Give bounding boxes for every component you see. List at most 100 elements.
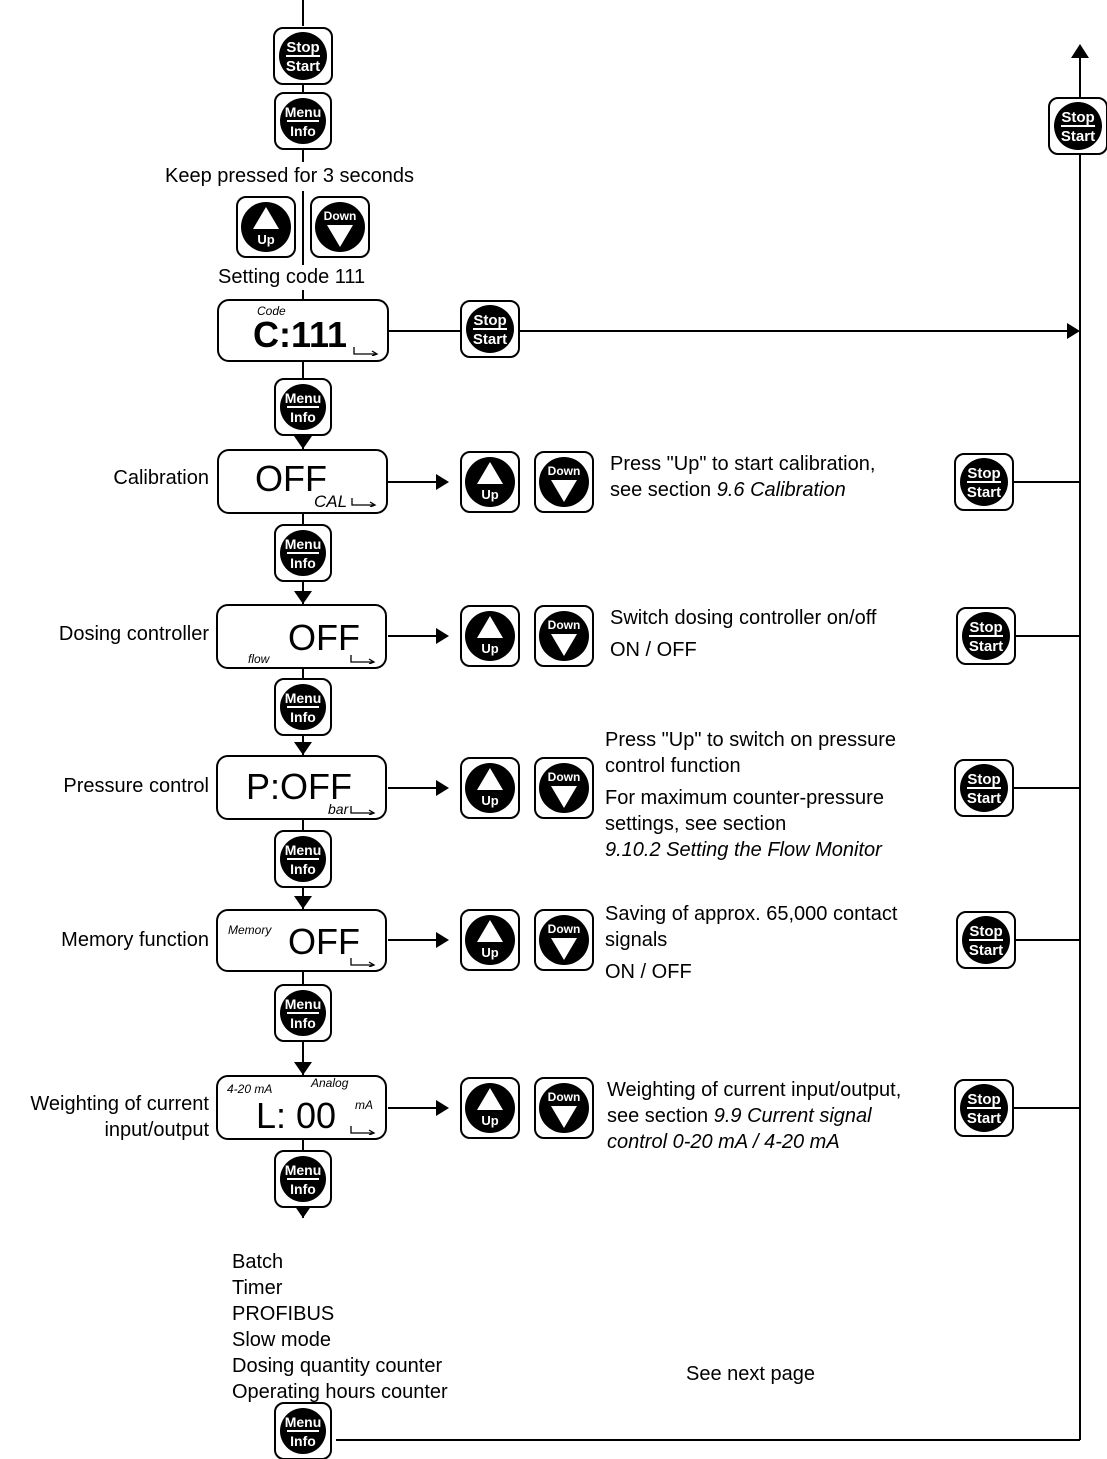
svg-text:Info: Info bbox=[290, 1433, 316, 1449]
svg-text:Info: Info bbox=[290, 709, 316, 725]
svg-text:Info: Info bbox=[290, 1015, 316, 1031]
up-button[interactable]: Up bbox=[236, 196, 296, 258]
svg-text:Start: Start bbox=[286, 58, 320, 75]
weighting-display-range: 4-20 mA bbox=[227, 1082, 273, 1096]
svg-text:Info: Info bbox=[290, 1181, 316, 1197]
svg-text:Up: Up bbox=[257, 232, 274, 247]
svg-text:Up: Up bbox=[481, 1113, 498, 1128]
svg-text:Down: Down bbox=[548, 618, 581, 632]
code-display: Code C:111 bbox=[217, 299, 389, 362]
row-2-description-line: settings, see section bbox=[605, 813, 787, 835]
memory-display-value: OFF bbox=[288, 921, 360, 962]
svg-text:Down: Down bbox=[548, 770, 581, 784]
arrowhead bbox=[294, 591, 312, 604]
row-3-description-line: signals bbox=[605, 929, 668, 951]
down-button[interactable]: Down bbox=[534, 451, 594, 513]
svg-text:Start: Start bbox=[967, 790, 1001, 807]
pressure-control-label: Pressure control bbox=[63, 775, 209, 797]
row-3-description-line: ON / OFF bbox=[605, 961, 692, 983]
down-button[interactable]: Down bbox=[534, 605, 594, 667]
menu-item-timer: Timer bbox=[232, 1277, 283, 1299]
arrowhead bbox=[436, 780, 449, 796]
svg-text:Start: Start bbox=[969, 638, 1003, 655]
key-buttons: StopStartMenuInfoUpDownStopStartMenuInfo… bbox=[236, 27, 1107, 1459]
pressure-display-unit: bar bbox=[328, 801, 349, 817]
up-button[interactable]: Up bbox=[460, 605, 520, 667]
svg-text:Stop: Stop bbox=[1061, 109, 1094, 126]
pressure-control-display: P:OFF bar bbox=[216, 755, 387, 820]
return-arrow-icon bbox=[353, 347, 379, 356]
calibration-label: Calibration bbox=[113, 467, 209, 489]
svg-text:Up: Up bbox=[481, 793, 498, 808]
arrowhead bbox=[294, 436, 312, 449]
svg-text:Up: Up bbox=[481, 945, 498, 960]
down-button[interactable]: Down bbox=[534, 1077, 594, 1139]
menu-item-profibus: PROFIBUS bbox=[232, 1303, 335, 1325]
svg-text:Start: Start bbox=[473, 331, 507, 348]
return-arrow-icon bbox=[350, 1126, 376, 1135]
svg-text:Start: Start bbox=[967, 484, 1001, 501]
down-button[interactable]: Down bbox=[534, 757, 594, 819]
weighting-display-unit: mA bbox=[355, 1098, 373, 1112]
svg-text:Stop: Stop bbox=[286, 39, 319, 56]
svg-text:Menu: Menu bbox=[285, 536, 322, 552]
setting-code-note: Setting code 111 bbox=[218, 266, 366, 288]
memory-display-unit: Memory bbox=[228, 923, 272, 937]
row-2-description-line: Press "Up" to switch on pressure bbox=[605, 729, 896, 751]
return-arrow-icon bbox=[351, 498, 377, 507]
svg-text:Stop: Stop bbox=[967, 1091, 1000, 1108]
arrowheads bbox=[294, 44, 1089, 1218]
up-button[interactable]: Up bbox=[460, 909, 520, 971]
dosing-display-value: OFF bbox=[288, 617, 360, 658]
svg-text:Info: Info bbox=[290, 123, 316, 139]
return-arrow-icon bbox=[350, 655, 376, 664]
arrowhead bbox=[294, 742, 312, 755]
menu-item-dosing-quantity-counter: Dosing quantity counter bbox=[232, 1355, 443, 1377]
connector-lines bbox=[302, 0, 1081, 1441]
weighting-display-value: L: 00 bbox=[256, 1095, 337, 1136]
svg-text:Start: Start bbox=[969, 942, 1003, 959]
row-4-description-line: see section 9.9 Current signal bbox=[607, 1105, 872, 1127]
weighting-display: 4-20 mA Analog L: 00 mA bbox=[216, 1075, 387, 1140]
arrowhead bbox=[436, 1100, 449, 1116]
menu-item-batch: Batch bbox=[232, 1251, 284, 1273]
row-2-description-line: For maximum counter-pressure bbox=[605, 787, 884, 809]
row-3-description-line: Saving of approx. 65,000 contact bbox=[605, 903, 898, 925]
memory-function-label: Memory function bbox=[61, 929, 209, 951]
keep-pressed-note: Keep pressed for 3 seconds bbox=[165, 165, 415, 187]
arrowhead bbox=[436, 932, 449, 948]
svg-text:Start: Start bbox=[967, 1110, 1001, 1127]
up-button[interactable]: Up bbox=[460, 451, 520, 513]
up-button[interactable]: Up bbox=[460, 757, 520, 819]
svg-text:Down: Down bbox=[324, 209, 357, 223]
row-4-description-line: Weighting of current input/output, bbox=[607, 1079, 902, 1101]
return-arrow-icon bbox=[350, 806, 376, 815]
arrowhead bbox=[436, 628, 449, 644]
svg-text:Stop: Stop bbox=[473, 312, 506, 329]
calibration-display-unit: CAL bbox=[314, 492, 348, 511]
svg-text:Start: Start bbox=[1061, 128, 1095, 145]
row-0-description-line: Press "Up" to start calibration, bbox=[610, 453, 876, 475]
svg-text:Down: Down bbox=[548, 464, 581, 478]
svg-text:Info: Info bbox=[290, 409, 316, 425]
down-button[interactable]: Down bbox=[534, 909, 594, 971]
down-button[interactable]: Down bbox=[310, 196, 370, 258]
up-button[interactable]: Up bbox=[460, 1077, 520, 1139]
